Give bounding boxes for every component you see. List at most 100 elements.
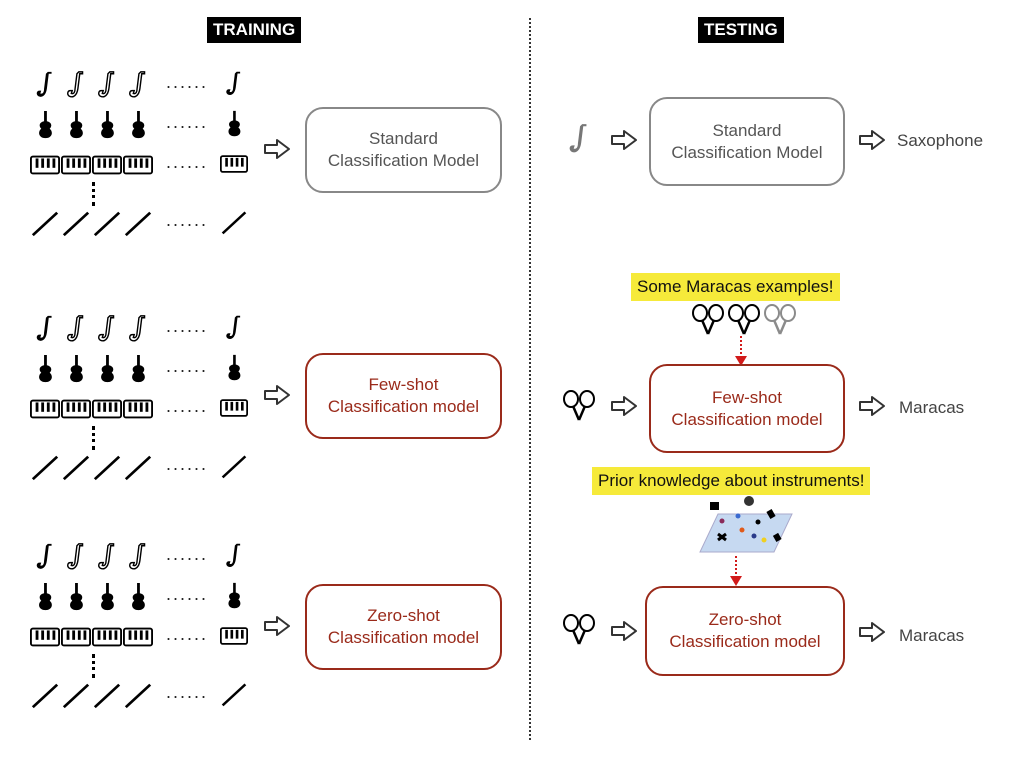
- red-dotted-arrow: [735, 336, 747, 366]
- model-line2: Classification model: [671, 409, 823, 429]
- ellipsis: ......: [166, 624, 209, 644]
- flute-icon: [30, 452, 60, 482]
- arrow-icon: [610, 129, 638, 151]
- saxophone-icon: [92, 70, 122, 100]
- keyboard-icon: [220, 622, 248, 650]
- section-divider: [529, 18, 531, 740]
- saxophone-icon: [220, 314, 248, 342]
- note-maracas-examples: Some Maracas examples!: [631, 273, 840, 301]
- saxophone-icon: [123, 314, 153, 344]
- test-standard-model-box: Standard Classification Model: [649, 97, 845, 186]
- flute-icon: [92, 208, 122, 238]
- ellipsis: ......: [166, 356, 209, 376]
- flute-icon: [220, 208, 248, 236]
- flute-icon: [61, 680, 91, 710]
- flute-icon: [61, 452, 91, 482]
- vertical-ellipsis: [92, 426, 95, 450]
- output-maracas: Maracas: [899, 398, 965, 417]
- guitar-icon: [220, 110, 248, 138]
- saxophone-icon: [123, 70, 153, 100]
- keyboard-icon: [92, 150, 122, 180]
- flute-icon: [220, 452, 248, 480]
- ellipsis: ......: [166, 584, 209, 604]
- keyboard-icon: [123, 150, 153, 180]
- testing-header: TESTING: [698, 17, 784, 43]
- maracas-example-icon: [726, 304, 762, 336]
- flute-icon: [30, 680, 60, 710]
- saxophone-icon: [123, 542, 153, 572]
- guitar-icon: [30, 110, 60, 140]
- model-line2: Classification model: [669, 632, 821, 651]
- guitar-icon: [220, 582, 248, 610]
- guitar-icon: [220, 354, 248, 382]
- embedding-space-icon: [699, 496, 793, 553]
- arrow-icon: [858, 621, 886, 643]
- flute-icon: [123, 208, 153, 238]
- guitar-icon: [92, 354, 122, 384]
- vertical-ellipsis: [92, 654, 95, 678]
- guitar-icon: [61, 354, 91, 384]
- training-header: TRAINING: [207, 17, 302, 43]
- flute-icon: [30, 208, 60, 238]
- keyboard-icon: [61, 150, 91, 180]
- saxophone-icon: [220, 70, 248, 98]
- saxophone-icon: [92, 314, 122, 344]
- output-saxophone: Saxophone: [897, 131, 984, 150]
- arrow-icon: [610, 620, 638, 642]
- model-line2: Classification model: [327, 397, 480, 416]
- flute-icon: [92, 680, 122, 710]
- guitar-icon: [30, 354, 60, 384]
- arrow-icon: [263, 384, 291, 406]
- keyboard-icon: [220, 394, 248, 422]
- output-maracas: Maracas: [899, 626, 965, 645]
- keyboard-icon: [61, 394, 91, 424]
- keyboard-icon: [61, 622, 91, 652]
- saxophone-icon: [30, 542, 60, 572]
- ellipsis: ......: [166, 72, 209, 92]
- saxophone-icon: [220, 542, 248, 570]
- model-line2: Classification model: [327, 628, 480, 647]
- flute-icon: [61, 208, 91, 238]
- keyboard-icon: [30, 622, 60, 652]
- arrow-icon: [263, 138, 291, 160]
- flute-icon: [123, 452, 153, 482]
- ellipsis: ......: [166, 396, 209, 416]
- keyboard-icon: [30, 150, 60, 180]
- test-zero-shot-model-box: Zero-shot Classification model: [645, 586, 845, 676]
- maracas-input-icon: [561, 614, 597, 646]
- arrow-icon: [263, 615, 291, 637]
- model-line1: Standard: [369, 129, 438, 148]
- test-few-shot-model-box: Few-shot Classification model: [649, 364, 845, 453]
- ellipsis: ......: [166, 544, 209, 564]
- guitar-icon: [123, 354, 153, 384]
- ellipsis: ......: [166, 210, 209, 230]
- guitar-icon: [123, 582, 153, 612]
- flute-icon: [220, 680, 248, 708]
- saxophone-input-icon: [562, 122, 596, 156]
- saxophone-icon: [61, 70, 91, 100]
- model-line1: Standard: [712, 120, 782, 140]
- ellipsis: ......: [166, 316, 209, 336]
- model-line1: Zero-shot: [708, 610, 782, 629]
- saxophone-icon: [61, 314, 91, 344]
- vertical-ellipsis: [92, 182, 95, 206]
- keyboard-icon: [92, 622, 122, 652]
- saxophone-icon: [30, 314, 60, 344]
- keyboard-icon: [92, 394, 122, 424]
- maracas-example-icon: [762, 304, 798, 336]
- maracas-input-icon: [561, 390, 597, 422]
- red-dotted-arrow: [730, 556, 742, 586]
- arrow-icon: [858, 129, 886, 151]
- keyboard-icon: [220, 150, 248, 178]
- model-line1: Few-shot: [712, 387, 782, 407]
- model-line1: Zero-shot: [367, 606, 440, 625]
- flute-icon: [92, 452, 122, 482]
- guitar-icon: [92, 582, 122, 612]
- guitar-icon: [123, 110, 153, 140]
- note-prior-knowledge: Prior knowledge about instruments!: [592, 467, 871, 495]
- keyboard-icon: [30, 394, 60, 424]
- saxophone-icon: [61, 542, 91, 572]
- ellipsis: ......: [166, 152, 209, 172]
